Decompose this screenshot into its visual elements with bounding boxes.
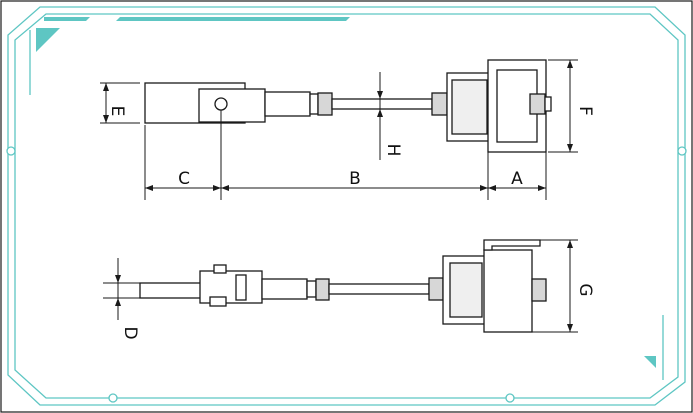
teal-corner-accents xyxy=(36,17,656,368)
dim-label-f: F xyxy=(575,106,595,116)
dim-label-a: A xyxy=(511,169,523,189)
dim-label-h: H xyxy=(383,144,403,157)
teal-frame xyxy=(6,6,687,406)
dim-label-e: E xyxy=(107,106,127,117)
dim-label-b: B xyxy=(349,169,361,189)
top-dimension-lines xyxy=(100,59,578,200)
bottom-dimension-arrows xyxy=(115,240,573,332)
bottom-dimension-lines xyxy=(103,239,578,333)
dim-label-c: C xyxy=(178,169,190,189)
top-dimension-arrows xyxy=(103,60,573,191)
dim-label-g: G xyxy=(575,283,595,296)
dim-label-d: D xyxy=(120,326,140,339)
bottom-view xyxy=(139,239,547,333)
top-view xyxy=(144,59,552,153)
